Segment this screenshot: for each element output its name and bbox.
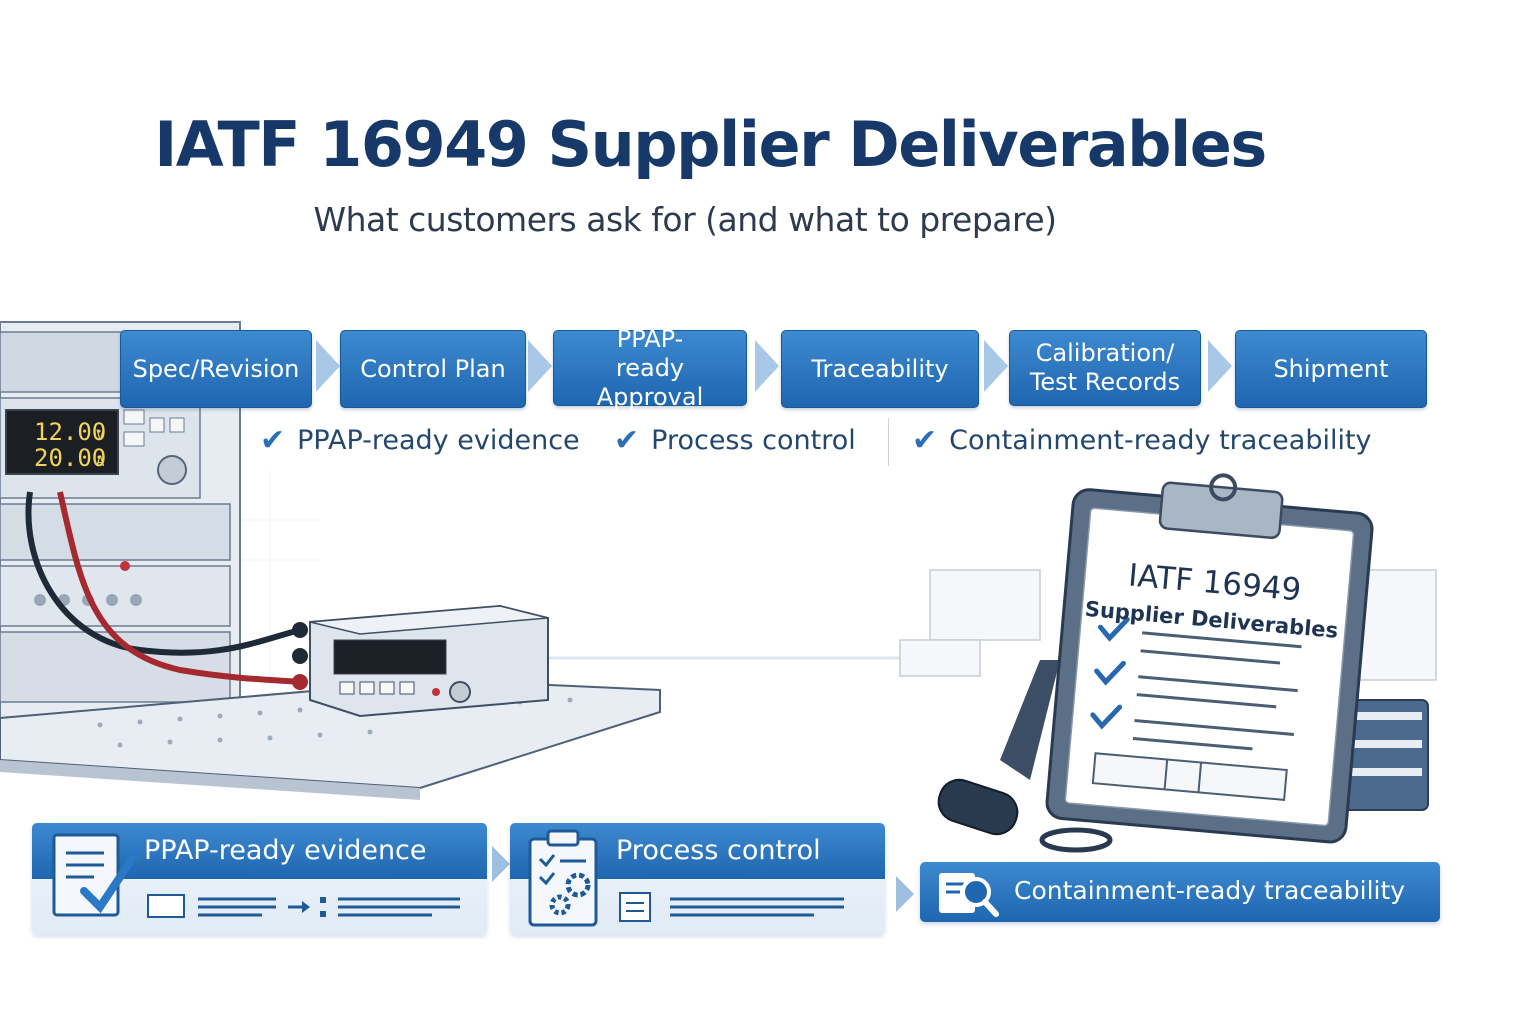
step-ppap-approval: PPAP-ready Approval [553,325,747,411]
step-traceability: Traceability [781,330,979,408]
check-ppap-evidence: ✔PPAP-ready evidence [260,422,580,458]
card-title: Process control [616,835,821,866]
checkmark-icon: ✔ [912,422,938,458]
document-check-icon [52,833,140,917]
step-shipment: Shipment [1235,330,1427,408]
check-process-control: ✔Process control [614,422,856,458]
checkmark-icon [1090,617,1130,730]
clipboard [1045,473,1374,844]
readout-current-unit: A [96,454,105,470]
magnifier-document-icon [939,873,999,917]
arrow-right-icon [896,876,914,912]
page-subtitle: What customers ask for (and what to prep… [313,200,1057,239]
check-containment-traceability: ✔Containment-ready traceability [912,422,1372,458]
clipboard-gears-icon [528,829,598,927]
checkmark-icon: ✔ [260,422,286,458]
power-supply-display [5,409,119,475]
car-key-icon [937,778,1113,853]
card-title: Containment-ready traceability [1014,876,1406,905]
arrow-right-icon [528,340,552,392]
divider [888,418,889,466]
card-process-control: Process control [510,823,885,935]
checkmark-icon: ✔ [614,422,640,458]
card-ppap-evidence: PPAP-ready evidence [32,823,487,935]
arrow-right-icon [755,340,779,392]
arrow-right-icon [316,340,340,392]
card-containment-traceability: Containment-ready traceability [920,862,1440,922]
test-bench [0,604,661,800]
arrow-right-icon [984,340,1008,392]
step-spec-revision: Spec/Revision [120,330,312,408]
background-equipment [899,569,1437,681]
arrow-right-icon [492,846,510,882]
readout-voltage-unit: V [96,428,105,444]
readout-current: 20.00 [34,444,106,472]
arrow-right-icon [1208,340,1232,392]
card-title: PPAP-ready evidence [144,835,427,866]
flow-detail [619,892,844,922]
flow-detail [147,894,460,918]
step-control-plan: Control Plan [340,330,526,408]
step-calibration-test-records: Calibration/ Test Records [1009,330,1201,406]
page-title: IATF 16949 Supplier Deliverables [154,108,1267,181]
readout-voltage: 12.00 [34,418,106,446]
